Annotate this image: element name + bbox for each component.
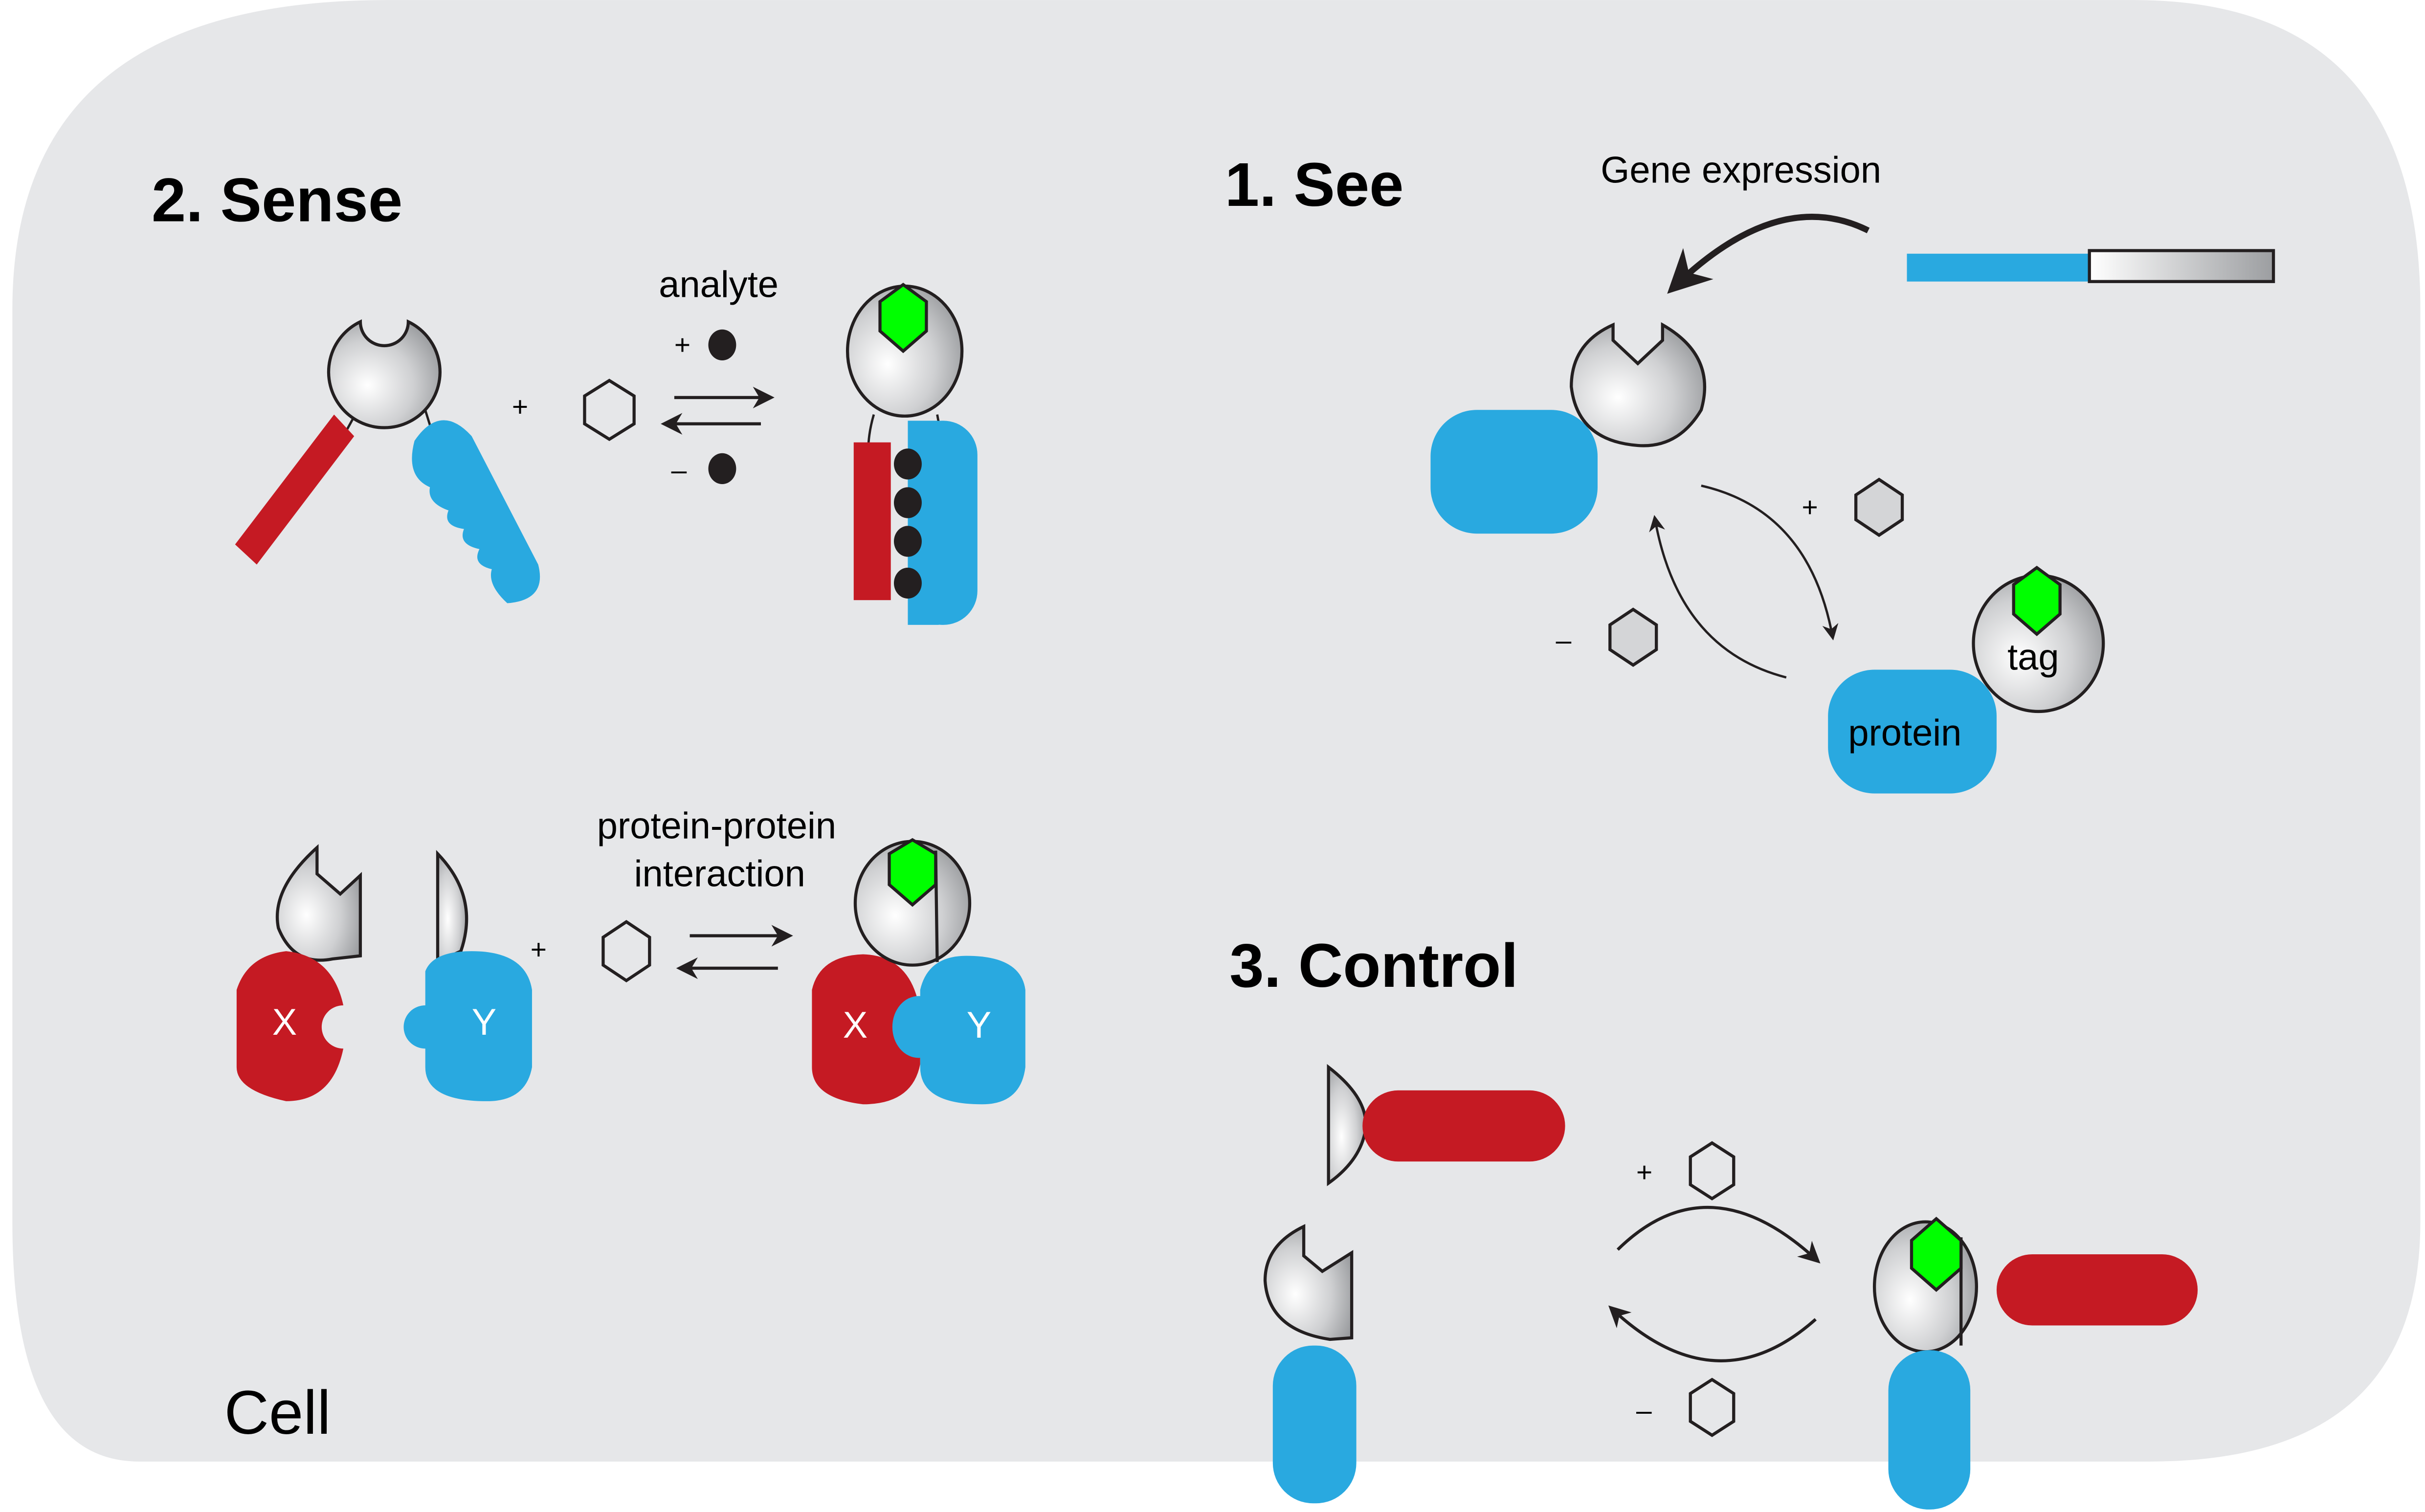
- analyte-plus: +: [674, 329, 690, 360]
- control-title: 3. Control: [1229, 931, 1518, 1000]
- control-reverse-arrow: [1608, 1305, 1817, 1362]
- ppi-plus: +: [531, 934, 547, 965]
- ppi-label-line2: interaction: [634, 853, 805, 894]
- analyte-dot-icon: [708, 329, 736, 361]
- see-reverse-arrow: [1649, 515, 1787, 679]
- gene-expression-arrow: [1667, 214, 1870, 294]
- gene-coding-region: [1907, 253, 2090, 282]
- green-ligand-icon: [1910, 1217, 1963, 1292]
- gene-expression-label: Gene expression: [1601, 149, 1881, 191]
- see-bound-fusion: tag protein: [1828, 565, 2105, 794]
- ppi-label-line1: protein-protein: [597, 805, 836, 846]
- split-sensor-unbound: [235, 319, 540, 603]
- analyte-dot-icon: [708, 453, 736, 485]
- green-ligand-icon: [2012, 565, 2062, 637]
- red-fragment: [235, 414, 355, 565]
- control-unbound: [1263, 1064, 1565, 1504]
- ligand-hexagon-icon: [583, 378, 636, 442]
- see-minus: –: [1556, 624, 1572, 656]
- control-minus: –: [1636, 1395, 1652, 1426]
- tag-coding-region: [2088, 249, 2275, 283]
- protein-y-label: Y: [472, 1001, 497, 1043]
- blue-fragment: [412, 420, 540, 603]
- ppi-unbound: X Y: [236, 844, 532, 1101]
- control-bound: [1872, 1217, 2198, 1510]
- control-forward-arrow: [1616, 1205, 1821, 1264]
- analyte-minus: –: [671, 455, 687, 486]
- protein-x-label: X: [272, 1001, 297, 1043]
- tag-label: tag: [2007, 637, 2059, 678]
- green-ligand-icon: [888, 838, 937, 907]
- see-plus: +: [1802, 491, 1818, 523]
- analyte-label: analyte: [659, 264, 779, 305]
- split-sensor-bound: [845, 283, 978, 625]
- sense-title: 2. Sense: [152, 165, 402, 234]
- cell-membrane: [12, 0, 2421, 1462]
- sense-plus-sign: +: [512, 391, 528, 422]
- protein-x-label: X: [843, 1004, 868, 1046]
- ppi-bound: X Y: [812, 838, 1025, 1105]
- see-unbound-fusion: [1430, 322, 1706, 534]
- protein-label: protein: [1848, 712, 1961, 754]
- ligand-hexagon-icon: [1854, 477, 1904, 537]
- control-plus: +: [1636, 1156, 1652, 1188]
- see-title: 1. See: [1225, 150, 1404, 219]
- protein-y-label: Y: [967, 1004, 992, 1046]
- ligand-hexagon-icon: [1689, 1141, 1735, 1201]
- see-forward-arrow: [1701, 484, 1839, 641]
- green-ligand-icon: [878, 283, 928, 354]
- ligand-hexagon-icon: [1608, 607, 1658, 667]
- cell-label: Cell: [224, 1378, 331, 1447]
- ligand-hexagon-icon: [601, 920, 651, 983]
- ligand-hexagon-icon: [1689, 1378, 1735, 1437]
